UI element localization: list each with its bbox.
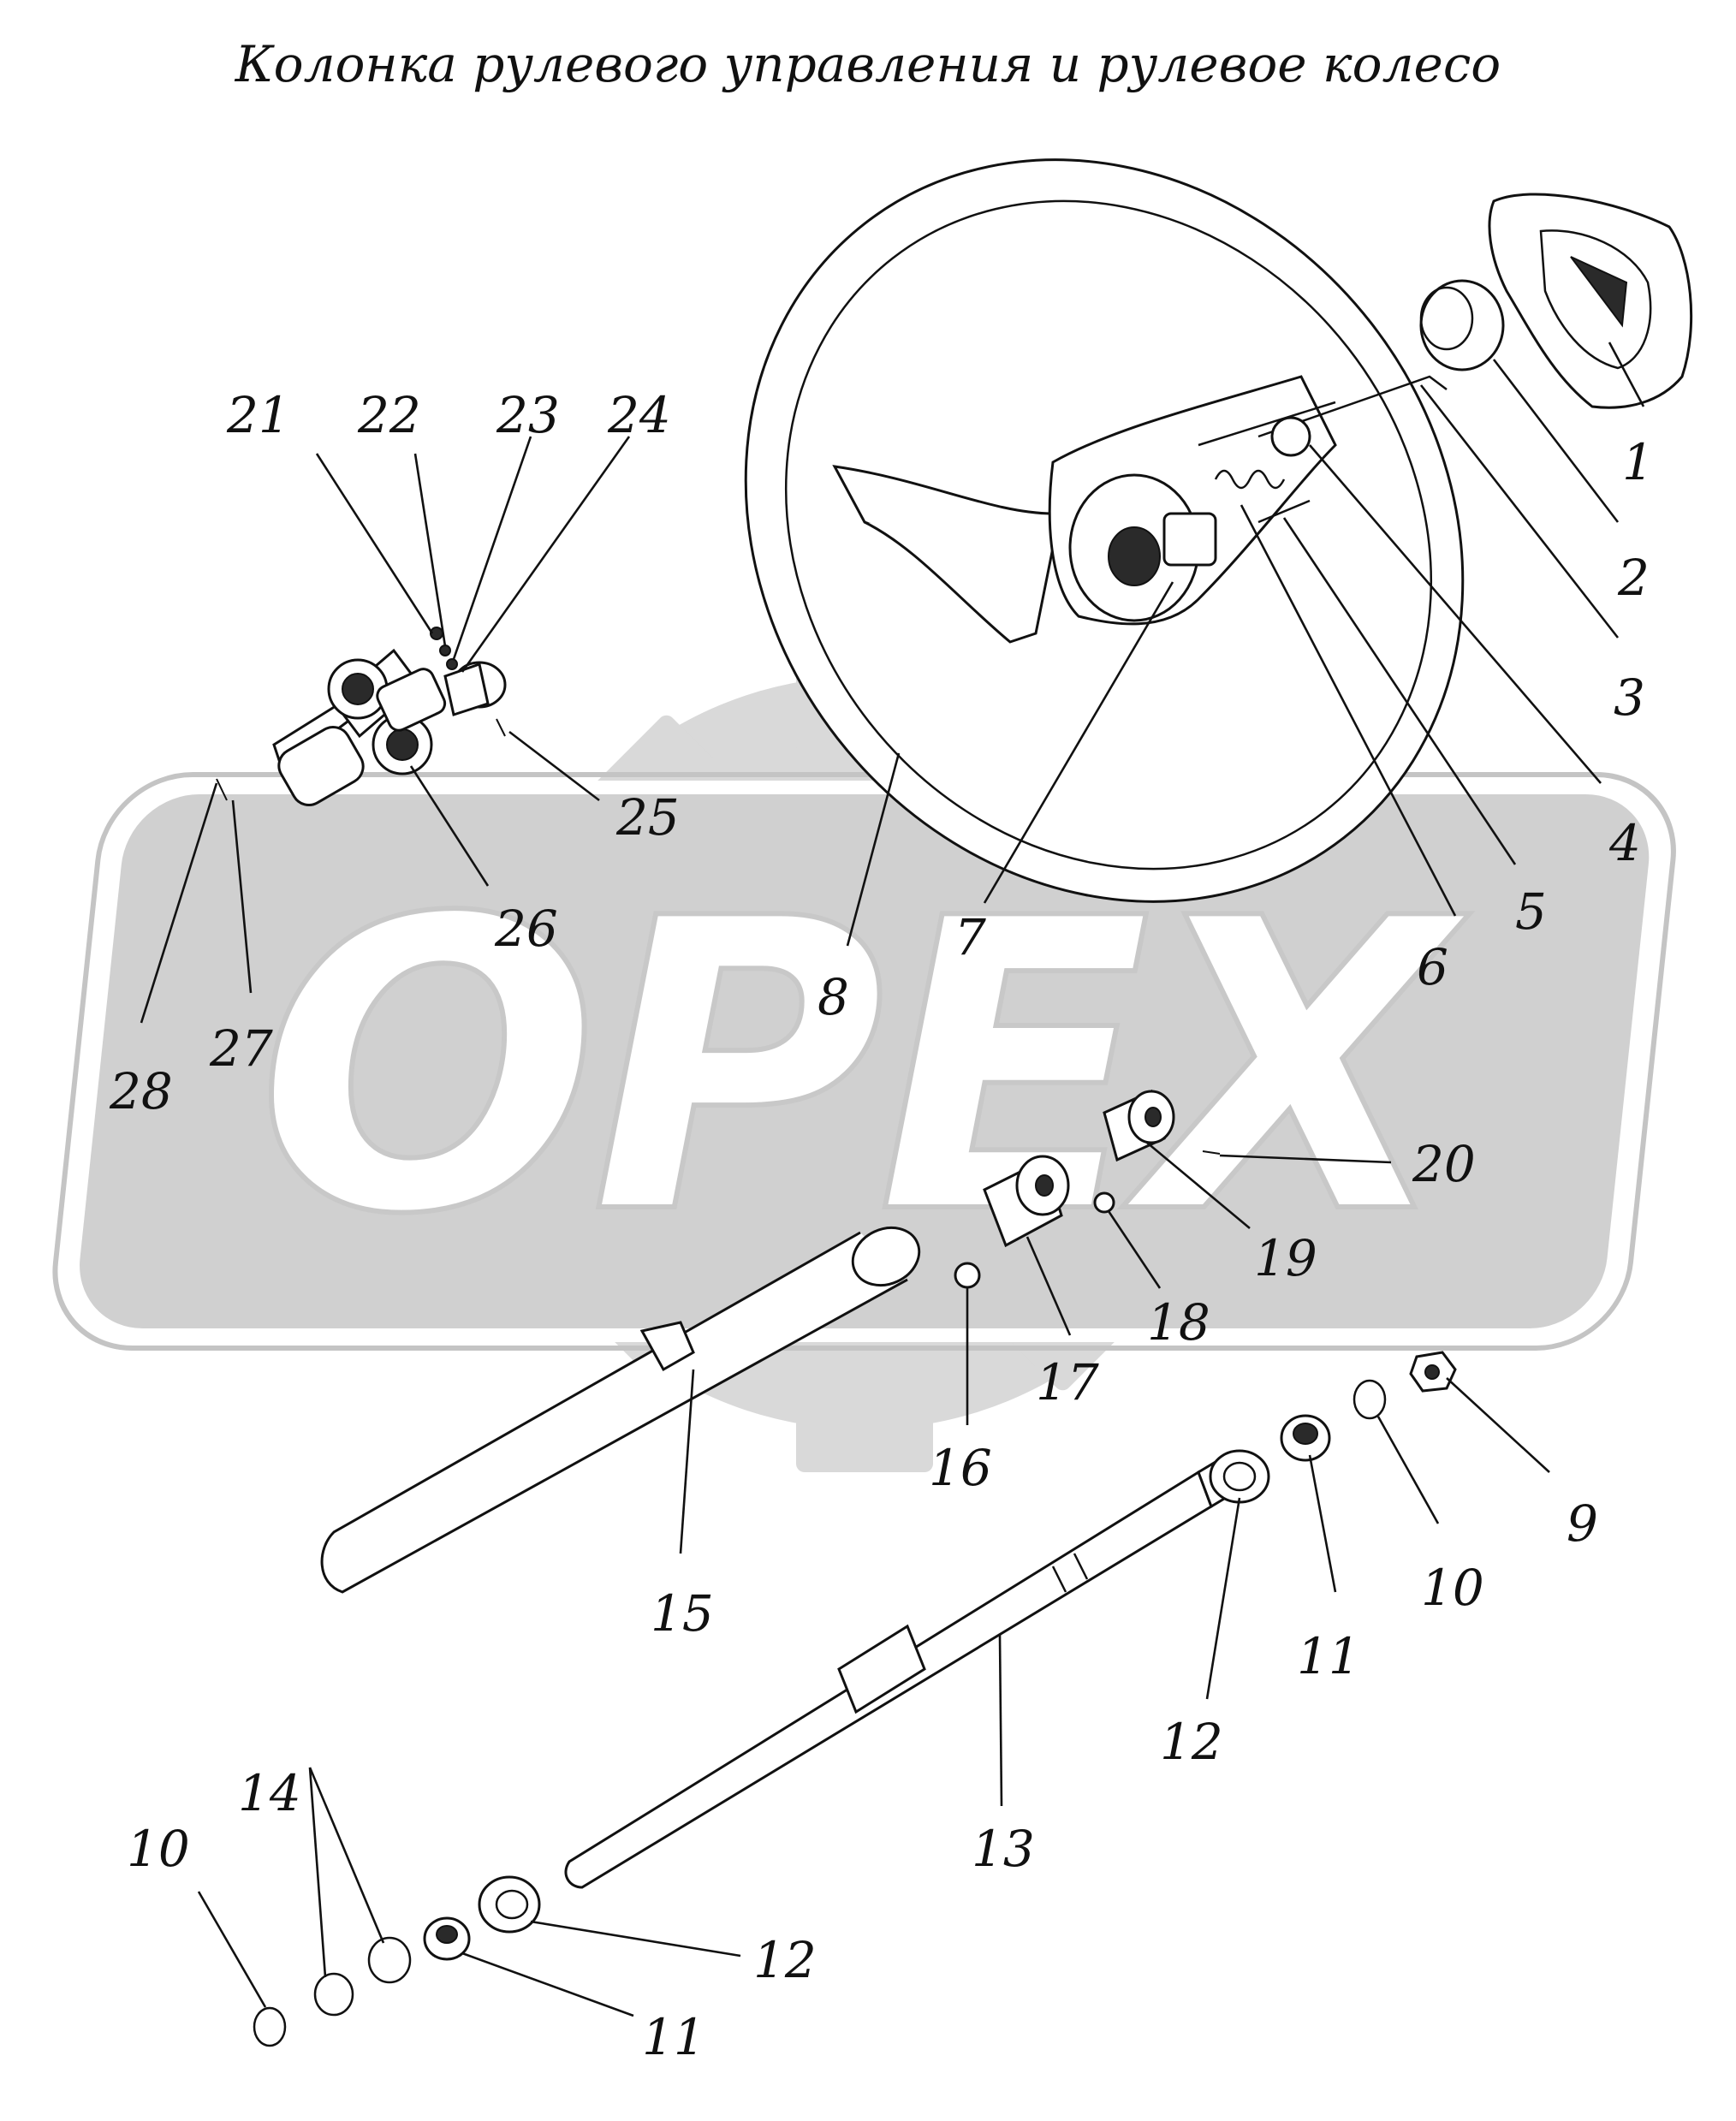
horn-spring [1214,469,1286,490]
steering-wheel-icon [744,158,1465,903]
ring-10-upper [1353,1379,1387,1420]
callout-1: 1 [1622,433,1654,491]
callout-9: 9 [1567,1494,1598,1553]
callout-18: 18 [1147,1293,1210,1352]
callout-10-upper: 10 [1421,1559,1484,1617]
callout-26: 26 [494,900,558,958]
callout-3: 3 [1614,668,1645,727]
watermark: OPEX [52,651,1676,1472]
cardan-joint [216,627,507,806]
callout-13: 13 [972,1820,1035,1878]
callout-28: 28 [109,1062,173,1120]
callout-12-upper: 12 [1160,1713,1223,1771]
callout-16: 16 [929,1439,992,1497]
nut-9 [1409,1351,1457,1393]
callout-23: 23 [496,386,560,444]
callout-4: 4 [1608,814,1641,872]
callout-11-lower: 11 [642,2008,705,2066]
callout-22: 22 [357,386,421,444]
callout-20: 20 [1412,1135,1476,1193]
callout-21: 21 [226,386,290,444]
callout-15: 15 [651,1584,714,1643]
callout-5: 5 [1515,882,1547,941]
callout-10-lower: 10 [127,1820,190,1878]
steering-shaft [564,1457,1234,1889]
horn-cover-icon [1488,193,1693,409]
callout-6: 6 [1417,938,1448,996]
watermark-text: OPEX [257,834,1470,1302]
bearing-12-lower [478,1875,541,1934]
bushing-19 [1103,1089,1175,1162]
bushing-11-lower [423,1916,471,1961]
callout-numbers: 1 2 3 4 5 6 7 8 9 10 11 12 13 14 15 16 1… [109,386,1654,2066]
callout-24: 24 [607,386,671,444]
bearing-12-upper [1209,1449,1270,1504]
callout-11-upper: 11 [1297,1627,1360,1685]
bushing-11-upper [1280,1414,1331,1462]
callout-12-lower: 12 [753,1931,817,1989]
diagram-title: Колонка рулевого управления и рулевое ко… [235,35,1501,93]
column-tube [320,1226,921,1594]
callout-8: 8 [817,968,849,1026]
callout-14: 14 [238,1764,301,1822]
bushing-17 [983,1155,1070,1248]
callout-27: 27 [209,1019,273,1078]
callout-25: 25 [615,788,680,847]
callout-19: 19 [1254,1229,1317,1287]
leader-lines [140,342,1645,2017]
callout-7: 7 [954,908,986,966]
callout-17: 17 [1036,1353,1099,1411]
callout-2: 2 [1617,549,1650,607]
